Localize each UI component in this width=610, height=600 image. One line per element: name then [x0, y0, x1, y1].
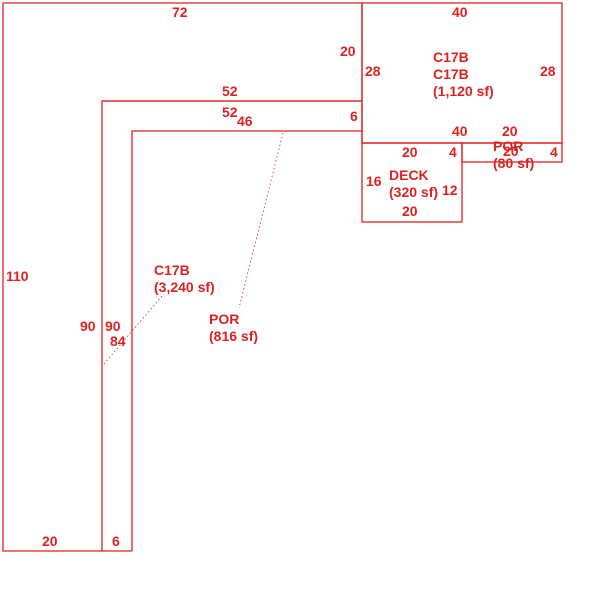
dim-upper-top-40: 40: [452, 4, 468, 20]
dim-deck-bottom-20: 20: [402, 203, 418, 219]
porch-band-outline: [102, 100, 362, 552]
dim-inner-90-outer: 90: [80, 318, 96, 334]
dim-porch-top-20: 20: [502, 123, 518, 139]
dim-step-20: 20: [340, 43, 356, 59]
leader-porch: [238, 132, 284, 309]
small-porch-value: (80 sf): [493, 155, 534, 171]
small-porch-label: POR: [493, 138, 523, 154]
main-area-label: C17B: [154, 262, 190, 278]
dim-upper-left-28: 28: [365, 63, 381, 79]
dim-deck-left-16: 16: [366, 173, 382, 189]
dim-upper-right-28: 28: [540, 63, 556, 79]
deck-outline: [361, 142, 463, 223]
dimension-labels: 72 110 20 6 52 52 46 6 90 90 84 20 40 28…: [6, 4, 558, 549]
small-porch-outline: [461, 142, 563, 163]
porch-area-label: POR: [209, 311, 239, 327]
dim-inner-84: 84: [110, 333, 126, 349]
leader-main: [103, 295, 163, 365]
dim-bottom-6: 6: [112, 533, 120, 549]
dim-bottom-20: 20: [42, 533, 58, 549]
area-labels: C17B (3,240 sf) POR (816 sf) C17B C17B (…: [154, 49, 534, 344]
outlines: [2, 2, 563, 552]
dim-inner-6: 6: [350, 108, 358, 124]
dim-inner-52-upper: 52: [222, 83, 238, 99]
dim-porch-right-4: 4: [550, 144, 558, 160]
leader-lines: [103, 132, 284, 365]
dim-porch-bottom-20: 20: [503, 143, 519, 159]
dim-deck-right-12: 12: [442, 182, 458, 198]
dim-inner-90-inner: 90: [105, 318, 121, 334]
dim-upper-bottom-40: 40: [452, 123, 468, 139]
deck-area-label: DECK: [389, 167, 429, 183]
deck-area-value: (320 sf): [389, 184, 438, 200]
upper-area-label-2: C17B: [433, 66, 469, 82]
upper-area-label-1: C17B: [433, 49, 469, 65]
dim-top-72: 72: [172, 4, 188, 20]
upper-area-value: (1,120 sf): [433, 83, 494, 99]
porch-area-value: (816 sf): [209, 328, 258, 344]
dim-inner-52-lower: 52: [222, 104, 238, 120]
dim-deck-4: 4: [449, 144, 457, 160]
main-area-value: (3,240 sf): [154, 279, 215, 295]
dim-left-110: 110: [6, 268, 29, 284]
dim-inner-46: 46: [237, 113, 253, 129]
dim-deck-top-20: 20: [402, 144, 418, 160]
